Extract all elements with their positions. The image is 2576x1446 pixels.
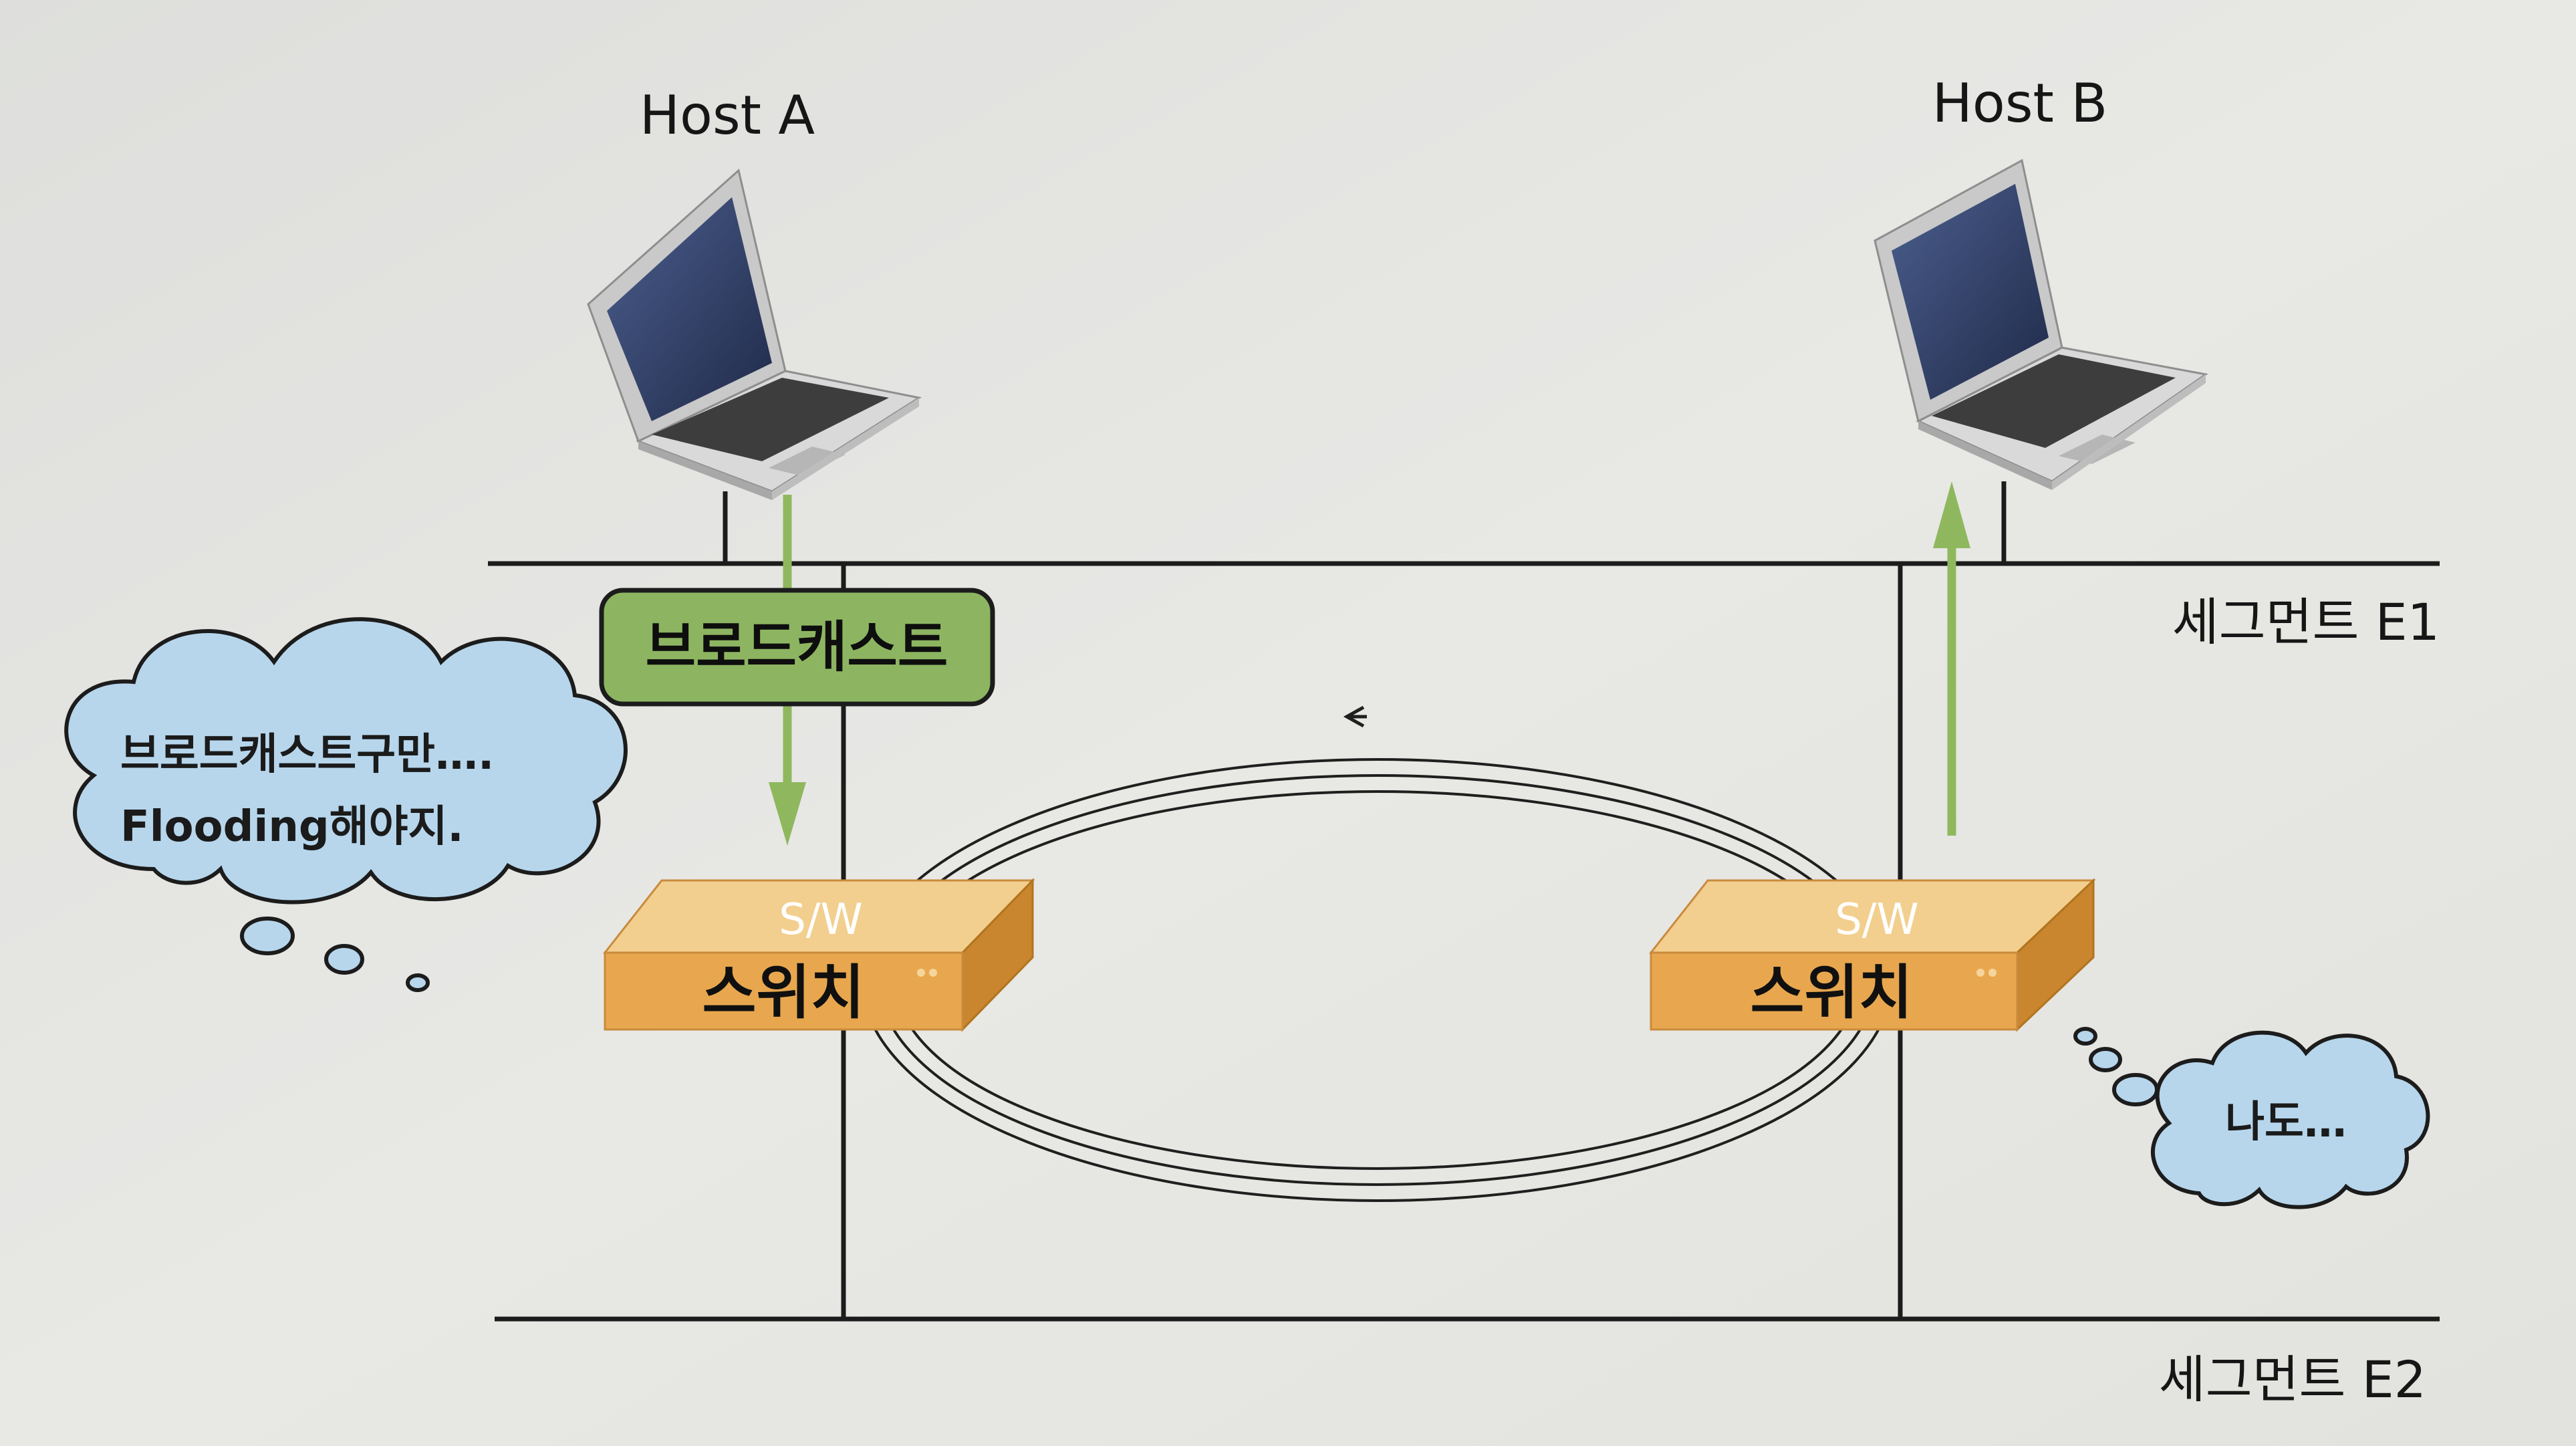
right-thought-text: 나도… — [2225, 1098, 2347, 1147]
host-b-arrow-head — [1933, 481, 1970, 548]
loop-direction-arrow — [1343, 705, 1367, 728]
host-b-label: Host B — [1932, 72, 2107, 134]
left-switch-label: 스위치 — [702, 958, 865, 1027]
broadcast-label: 브로드캐스트 — [646, 616, 948, 679]
segment-e2-label: 세그먼트 E2 — [2159, 1350, 2426, 1409]
right-switch-label: 스위치 — [1751, 958, 1913, 1027]
left-thought-bubble: 브로드캐스트구만…. Flooding해야지. — [64, 617, 628, 992]
right-switch: S/W 스위치 — [1648, 878, 2096, 1032]
host-b-laptop-icon — [1874, 158, 2208, 490]
left-thought-line1: 브로드캐스트구만…. — [120, 730, 494, 779]
left-switch: S/W 스위치 — [602, 878, 1035, 1032]
left-switch-top-label: S/W — [779, 895, 862, 945]
segment-e1-label: 세그먼트 E1 — [2172, 592, 2440, 652]
host-a-laptop-icon — [587, 168, 922, 500]
right-switch-top-label: S/W — [1835, 895, 1918, 945]
left-thought-line2: Flooding해야지. — [120, 802, 464, 852]
broadcast-arrow-head — [769, 782, 806, 846]
host-a-label: Host A — [640, 84, 815, 146]
broadcast-packet: 브로드캐스트 — [599, 588, 995, 707]
right-thought-bubble: 나도… — [2073, 1027, 2430, 1209]
